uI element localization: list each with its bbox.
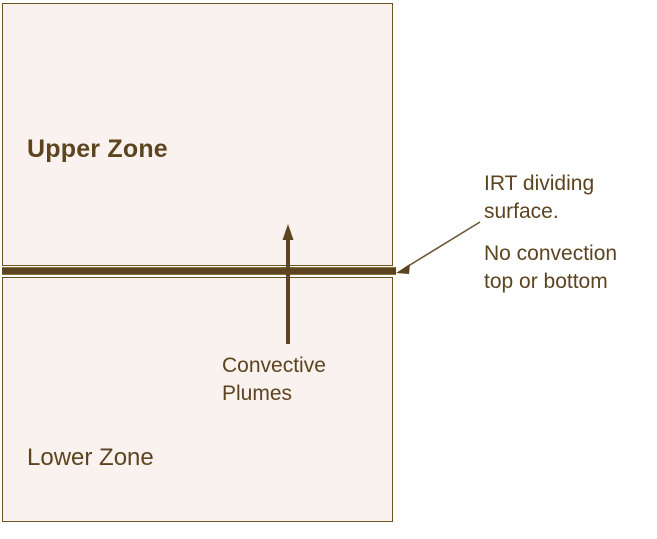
upper-zone-label: Upper Zone xyxy=(27,135,168,163)
irt-dividing-surface-bar xyxy=(2,267,396,276)
upper-zone-box xyxy=(2,3,393,266)
irt-annotation-secondary: No convection top or bottom xyxy=(484,242,618,293)
irt-leader-line-arrow-icon xyxy=(396,221,481,274)
irt-bar-core xyxy=(2,268,396,274)
convective-plumes-label: Convective Plumes xyxy=(222,354,326,405)
irt-bar-top-seam xyxy=(2,267,396,268)
convective-plume-up-arrow-icon xyxy=(282,224,294,344)
lower-zone-box xyxy=(2,277,393,522)
irt-bar-bottom-seam xyxy=(2,274,396,275)
lower-zone-label: Lower Zone xyxy=(27,444,154,471)
irt-annotation-primary: IRT dividing surface. xyxy=(484,172,595,223)
